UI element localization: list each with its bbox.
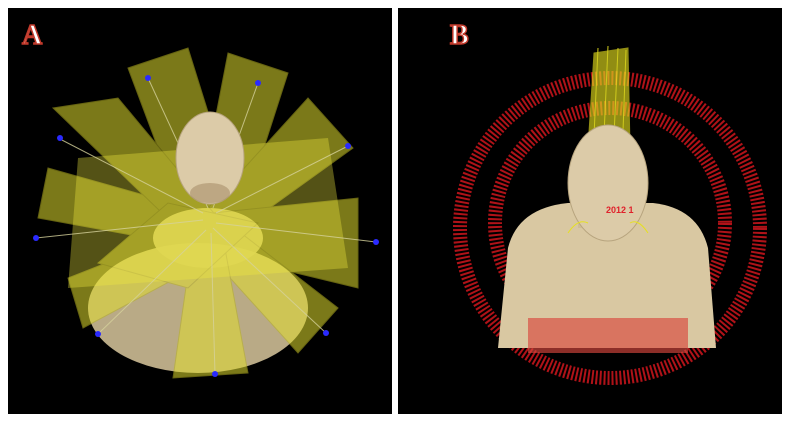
source-marker [255,80,261,86]
red-overlay-band [528,318,688,353]
panel-a: A [8,8,392,414]
beam-arrangement-render [8,8,392,414]
source-marker [212,371,218,377]
source-marker [145,75,151,81]
source-marker [345,143,351,149]
head-shape [568,125,648,241]
arc-arrangement-render: 2012 1 [398,8,782,414]
face-shadow [190,183,230,203]
source-marker [373,239,379,245]
panel-b-label: B [450,20,469,52]
source-marker [323,330,329,336]
source-marker [33,235,39,241]
panel-a-label: A [22,20,42,52]
dose-readout: 2012 1 [606,205,634,215]
source-marker [57,135,63,141]
source-marker [95,331,101,337]
panel-b: 2012 1 B [398,8,782,414]
